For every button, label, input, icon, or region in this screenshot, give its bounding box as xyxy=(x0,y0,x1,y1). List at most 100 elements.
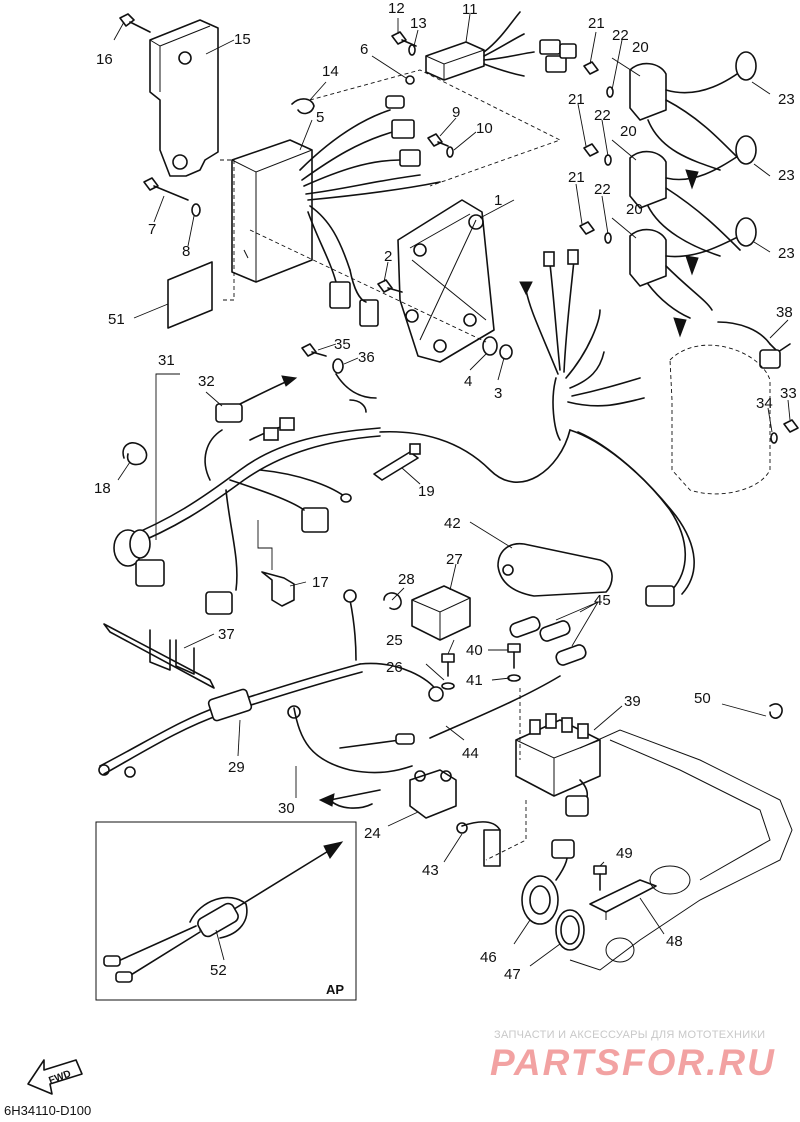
callout-21a: 21 xyxy=(588,15,605,32)
watermark-logo: PARTSFOR.RU xyxy=(490,1042,776,1083)
part-15-cover xyxy=(149,19,219,177)
callout-23a: 23 xyxy=(778,91,795,108)
part-5-cdi-unit xyxy=(220,139,313,301)
part-27-cover xyxy=(411,585,471,641)
callout-48: 48 xyxy=(666,933,683,950)
part-45-caps xyxy=(509,616,587,666)
callout-8: 8 xyxy=(182,243,190,260)
fwd-label: FWD xyxy=(47,1069,72,1087)
part-7-bolt xyxy=(143,177,189,201)
inset-label: AP xyxy=(326,982,344,997)
part-14-clip xyxy=(291,98,315,115)
ground-lead xyxy=(335,373,377,399)
part-9-bolt xyxy=(427,133,449,147)
callout-2: 2 xyxy=(384,248,392,265)
part-6-grommet xyxy=(405,75,415,85)
part-37-holder xyxy=(103,623,215,689)
callout-23c: 23 xyxy=(778,245,795,262)
fwd-arrow: FWD xyxy=(27,1059,83,1095)
callout-29: 29 xyxy=(228,759,245,776)
part-28-clip xyxy=(383,592,402,611)
callout-21c: 21 xyxy=(568,169,585,186)
callout-9: 9 xyxy=(452,104,460,121)
callout-20b: 20 xyxy=(620,123,637,140)
part-18-clamp xyxy=(122,442,148,466)
part-35-bolt xyxy=(301,343,327,357)
part-29-cable xyxy=(98,589,444,778)
callout-49: 49 xyxy=(616,845,633,862)
part-31-main-harness xyxy=(113,375,695,615)
part-47-ring xyxy=(555,909,585,951)
callout-20a: 20 xyxy=(632,39,649,56)
part-10-washer xyxy=(446,146,454,158)
callout-17: 17 xyxy=(312,574,329,591)
part-30-cable xyxy=(287,705,415,809)
part-33-bolt xyxy=(783,419,799,433)
callout-15: 15 xyxy=(234,31,251,48)
callout-22b: 22 xyxy=(594,107,611,124)
callout-38: 38 xyxy=(776,304,793,321)
engine-outline xyxy=(669,344,771,495)
callout-14: 14 xyxy=(322,63,339,80)
part-38-sensor xyxy=(717,321,791,369)
part-39-relay xyxy=(515,713,601,817)
callout-45: 45 xyxy=(594,592,611,609)
part-48-bracket xyxy=(589,879,657,920)
callout-33: 33 xyxy=(780,385,797,402)
part-13-washer xyxy=(408,44,416,56)
callout-42: 42 xyxy=(444,515,461,532)
callout-7: 7 xyxy=(148,221,156,238)
ap-inset: AP xyxy=(95,821,357,1001)
callout-16: 16 xyxy=(96,51,113,68)
callout-44: 44 xyxy=(462,745,479,762)
part-26-washer xyxy=(441,682,455,690)
part-40-bolt xyxy=(507,643,521,669)
part-17-holder xyxy=(261,571,295,607)
part-24-relay xyxy=(409,769,457,819)
callout-3: 3 xyxy=(494,385,502,402)
part-3-nut xyxy=(499,344,513,360)
callout-41: 41 xyxy=(466,672,483,689)
part-8-washer xyxy=(191,203,201,217)
callout-4: 4 xyxy=(464,373,472,390)
bottom-cowling xyxy=(569,729,793,971)
callout-21b: 21 xyxy=(568,91,585,108)
part-43-lead xyxy=(456,821,501,867)
callout-22a: 22 xyxy=(612,27,629,44)
bracket-wires xyxy=(519,249,645,441)
callout-23b: 23 xyxy=(778,167,795,184)
cdi-wires xyxy=(299,95,441,327)
callout-50: 50 xyxy=(694,690,711,707)
callout-43: 43 xyxy=(422,862,439,879)
diagram-code: 6H34110-D100 xyxy=(4,1103,92,1118)
part-1-bracket xyxy=(397,199,495,363)
callout-46: 46 xyxy=(480,949,497,966)
callout-labels: 1 2 3 4 5 6 7 8 9 10 11 12 13 14 15 16 1… xyxy=(94,0,797,983)
callout-25: 25 xyxy=(386,632,403,649)
watermark-caption: ЗАПЧАСТИ И АКСЕССУАРЫ ДЛЯ МОТОТЕХНИКИ xyxy=(494,1029,766,1041)
part-51-label xyxy=(167,261,213,329)
part-36-washer xyxy=(332,358,344,374)
leader-lines xyxy=(113,13,791,967)
callout-40: 40 xyxy=(466,642,483,659)
cdi-outline xyxy=(309,69,562,187)
callout-11: 11 xyxy=(462,1,478,18)
callout-52: 52 xyxy=(210,962,227,979)
callout-28: 28 xyxy=(398,571,415,588)
part-4-collar xyxy=(482,336,498,356)
part-2-bolt xyxy=(377,279,403,293)
callout-19: 19 xyxy=(418,483,435,500)
callout-47: 47 xyxy=(504,966,521,983)
callout-5: 5 xyxy=(316,109,324,126)
part-50-clip xyxy=(769,703,783,719)
part-49-screw xyxy=(593,865,607,891)
callout-26: 26 xyxy=(386,659,403,676)
ignition-coil-set xyxy=(579,51,757,338)
part-12-bolt xyxy=(391,31,417,47)
part-42-cover xyxy=(497,542,613,597)
callout-35: 35 xyxy=(334,336,351,353)
callout-39: 39 xyxy=(624,693,641,710)
part-16-bolt xyxy=(119,13,151,33)
part-44-lead xyxy=(429,675,561,739)
